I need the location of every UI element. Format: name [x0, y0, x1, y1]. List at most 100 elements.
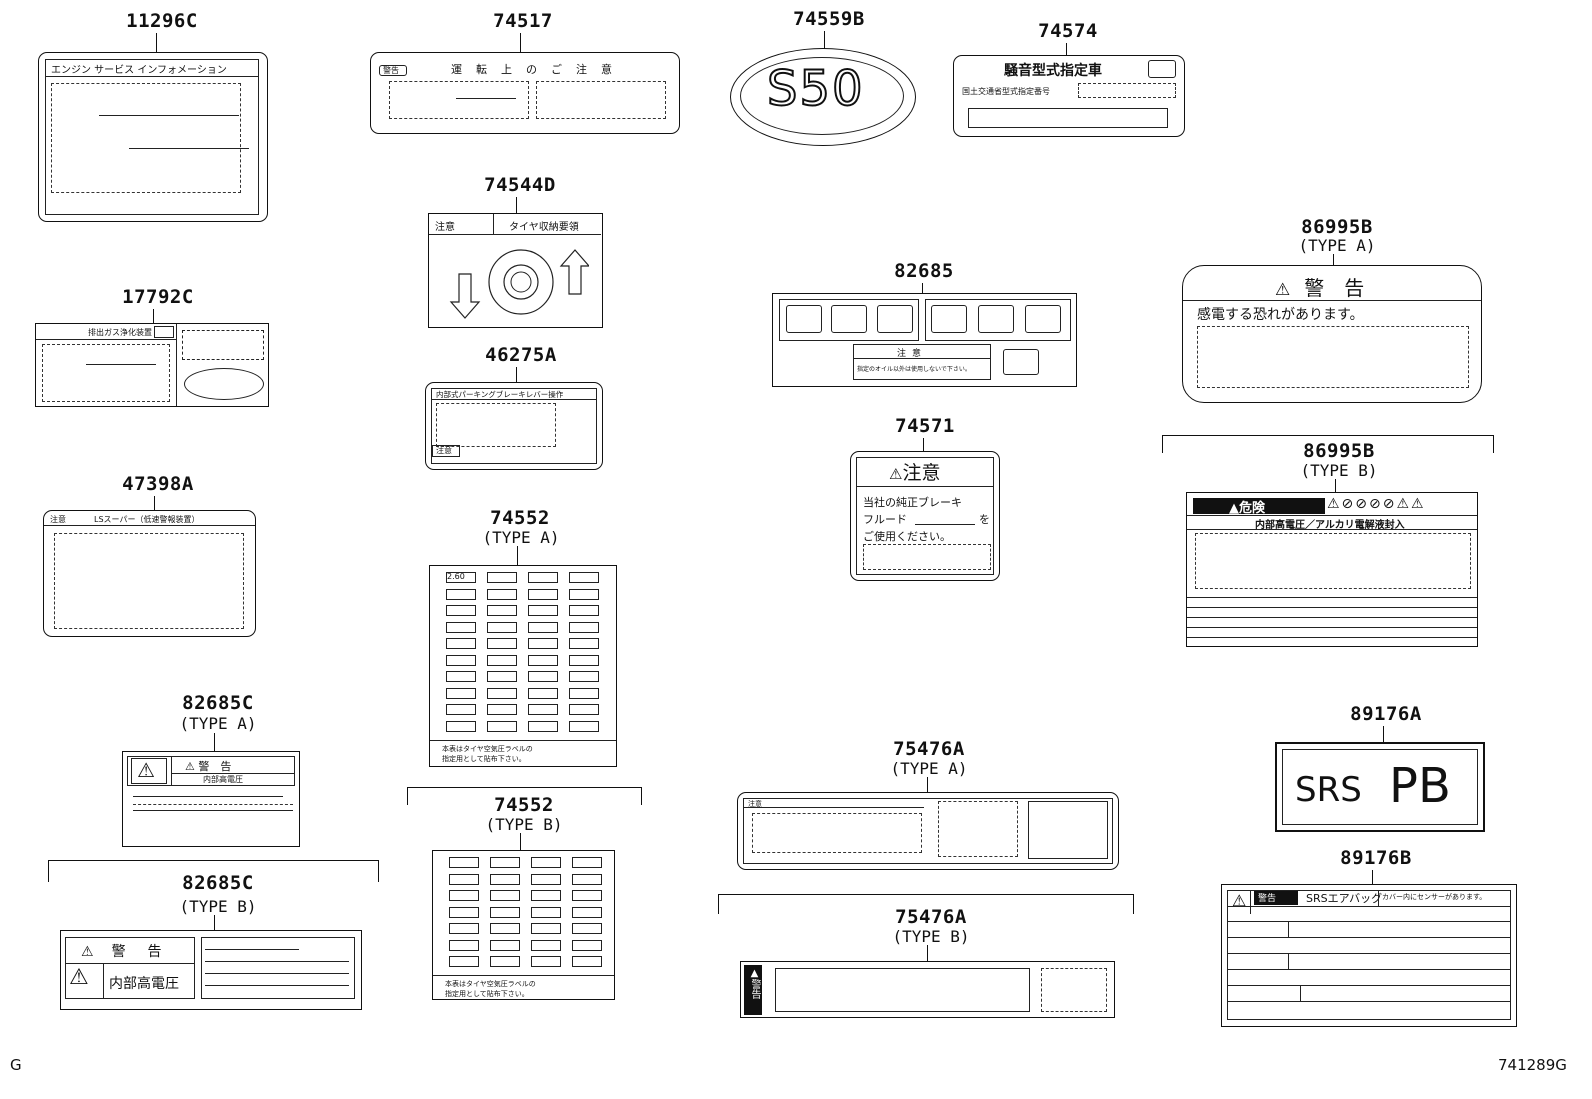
part-number-74517: 74517: [493, 10, 553, 32]
label-sub: 国土交通省型式指定番号: [962, 87, 1050, 96]
chip-value: 2.60: [447, 572, 465, 581]
pressure-cell: [572, 873, 602, 885]
pressure-cell: [449, 939, 479, 951]
warning-triangle-icon: ▲: [749, 968, 760, 979]
part-number-82685c-a: 82685C: [182, 692, 254, 714]
pressure-cell: [487, 671, 517, 682]
part-number-46275a: 46275A: [485, 344, 557, 366]
type-a-label: (TYPE A): [482, 528, 560, 547]
pressure-cell: [528, 638, 558, 649]
label-86995b-b: ▲危険 ⚠⊘⊘⊘⊘⚠⚠ 内部高電圧／アルカリ電解液封入: [1186, 492, 1478, 647]
label-footnote-2: 指定用として貼布下さい。: [442, 755, 526, 763]
pressure-cell: [490, 939, 520, 951]
pressure-cell: [487, 621, 517, 633]
pressure-cell: [490, 873, 520, 885]
warning-side-tag: ▲警告: [749, 968, 760, 999]
label-line-2: フルード: [863, 513, 907, 526]
srs-text: SRS: [1295, 770, 1362, 810]
pressure-cell: [569, 687, 599, 699]
pressure-cell: [569, 638, 599, 649]
part-number-17792c: 17792C: [122, 286, 194, 308]
part-number-89176b: 89176B: [1340, 847, 1412, 869]
type-a-label: (TYPE A): [1298, 236, 1376, 255]
pressure-cell: [487, 720, 517, 732]
leader-line: [1372, 870, 1373, 884]
part-number-74571: 74571: [895, 415, 955, 437]
caution-tag: 注意: [435, 222, 455, 233]
label-footnote-1: 本表はタイヤ空気圧ラベルの: [445, 980, 536, 988]
leader-line: [214, 733, 215, 751]
label-89176b: ⚠ 警告 SRSエアバッグ カバー内にセンサーがあります。: [1221, 884, 1517, 1027]
label-text: 指定のオイル以外は使用しないで下さい。: [857, 366, 971, 373]
warning-tag: 警告: [1258, 894, 1277, 904]
type-b-bracket: [407, 787, 642, 805]
label-footnote-2: 指定用として貼布下さい。: [445, 990, 529, 998]
warning-header: ⚠警 告: [81, 944, 166, 960]
warning-header: ⚠警 告: [1275, 276, 1365, 300]
pressure-cell: [487, 572, 517, 583]
label-46275a: 内部式パーキングブレーキレバー操作 注意: [425, 382, 603, 470]
label-text: 内部高電圧: [109, 976, 179, 992]
tire-pressure-grid: [433, 851, 616, 975]
pressure-cell: [490, 923, 520, 934]
part-number-82685: 82685: [894, 260, 954, 282]
hazard-icons: ⚠⊘⊘⊘⊘⚠⚠: [1327, 496, 1426, 512]
label-74574: 騒音型式指定車 国土交通省型式指定番号: [953, 55, 1185, 137]
tire-pressure-grid: [430, 566, 618, 746]
pressure-cell: [490, 857, 520, 868]
pressure-cell: [572, 923, 602, 934]
type-b-label: (TYPE B): [1300, 461, 1378, 480]
type-a-label: (TYPE A): [890, 759, 968, 778]
caution-tag: 注意: [748, 800, 762, 808]
leader-line: [1066, 43, 1067, 55]
leader-line: [927, 777, 928, 792]
label-title: 騒音型式指定車: [1004, 63, 1102, 79]
pressure-cell: [569, 621, 599, 633]
label-line-4: ご使用ください。: [863, 530, 951, 543]
pressure-cell: [487, 654, 517, 666]
pressure-cell: [572, 890, 602, 901]
warning-triangle-icon: ⚠: [889, 465, 903, 483]
pressure-cell: [569, 720, 599, 732]
pressure-cell: [569, 572, 599, 583]
caution-header: ⚠注意: [889, 462, 941, 484]
pressure-cell: [569, 704, 599, 715]
leader-line: [156, 33, 157, 52]
pressure-cell: [572, 906, 602, 918]
label-text: 感電する恐れがあります。: [1197, 307, 1364, 323]
footer-figure-number: 741289G: [1498, 1056, 1567, 1074]
leader-line: [153, 309, 154, 323]
label-17792c: 排出ガス浄化装置: [35, 323, 269, 407]
part-number-89176a: 89176A: [1350, 703, 1422, 725]
leader-line: [517, 546, 518, 565]
label-header: 内部式パーキングブレーキレバー操作: [436, 390, 564, 399]
pressure-cell: [487, 588, 517, 600]
label-right-text: カバー内にセンサーがあります。: [1382, 893, 1487, 901]
label-line-3: を: [979, 513, 990, 526]
pressure-cell: [572, 857, 602, 868]
part-number-74574: 74574: [1038, 20, 1098, 42]
label-sub: 内部高電圧: [203, 775, 243, 784]
pressure-cell: [528, 671, 558, 682]
pressure-cell: [446, 621, 476, 633]
label-sub: 内部高電圧／アルカリ電解液封入: [1255, 520, 1405, 531]
part-number-74559b: 74559B: [793, 8, 865, 30]
leader-line: [1333, 254, 1334, 265]
pressure-cell: [487, 687, 517, 699]
high-voltage-icon: ⚠: [137, 758, 155, 782]
pressure-cell: [569, 605, 599, 616]
pressure-cell: [528, 720, 558, 732]
pressure-cell: [531, 956, 561, 967]
label-47398a: 注意 LSスーパー（低速警報装置）: [43, 510, 256, 637]
type-a-label: (TYPE A): [179, 714, 257, 733]
warning-header: ⚠ 警 告: [185, 760, 232, 773]
pressure-cell: [446, 605, 476, 616]
label-74544d: 注意 タイヤ収納要領: [428, 213, 603, 328]
warning-triangle-icon: ⚠: [1232, 891, 1247, 910]
pressure-cell: [449, 923, 479, 934]
pressure-cell: [528, 572, 558, 583]
type-b-bracket: [1162, 435, 1494, 453]
leader-line: [1383, 726, 1384, 742]
pressure-cell: [446, 638, 476, 649]
label-89176a: SRS PB: [1275, 742, 1485, 832]
